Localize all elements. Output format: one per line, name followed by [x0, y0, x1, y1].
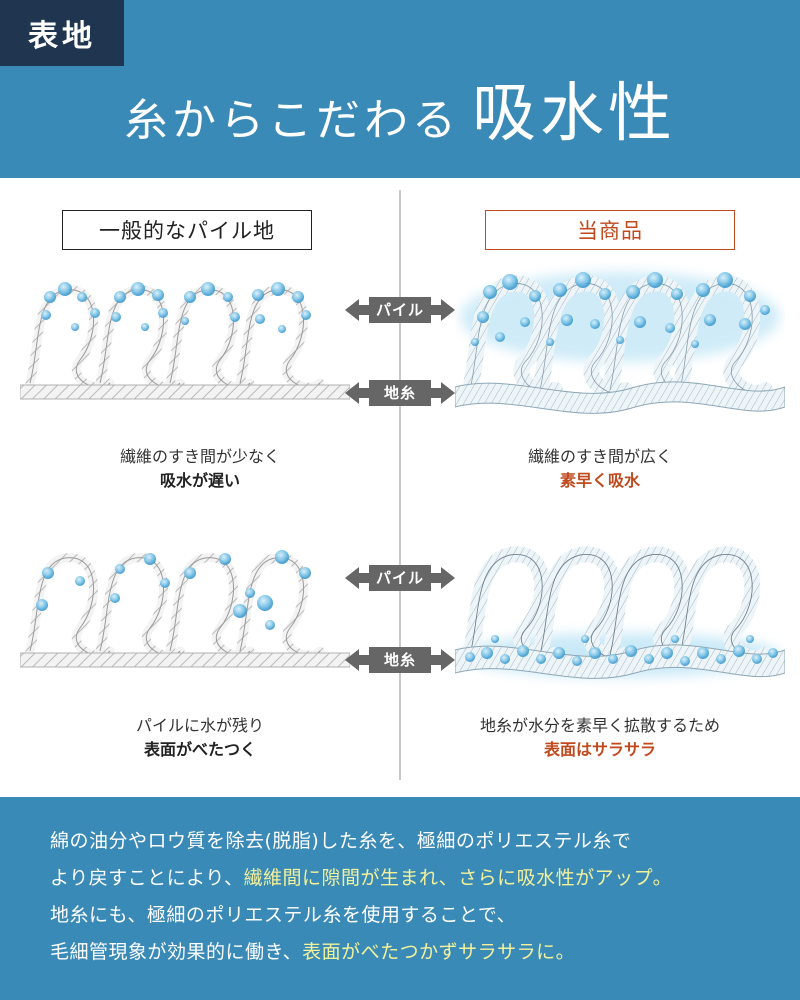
footer-line-2: より戻すことにより、繊維間に隙間が生まれ、さらに吸水性がアップ。: [50, 867, 673, 889]
section-tag: 表地: [0, 0, 124, 66]
title-big: 吸水性: [472, 77, 676, 151]
regular-pile-illustration-bottom: [20, 550, 350, 668]
footer-highlight-1: 繊維間に隙間が生まれ、さらに吸水性がアップ。: [243, 867, 673, 889]
ground-arrow-bottom: 地糸: [345, 643, 455, 677]
page-title: 糸からこだわる吸水性: [0, 62, 800, 154]
caption-left-top: 繊維のすき間が少なく 吸水が遅い: [119, 447, 280, 490]
header-banner: 表地 糸からこだわる吸水性: [0, 0, 800, 178]
title-small: 糸からこだわる: [124, 95, 460, 146]
ground-arrow-top: 地糸: [345, 376, 455, 410]
product-pile-illustration-top: [455, 272, 785, 414]
product-pile-illustration-bottom: [455, 546, 785, 679]
footer-line-1: 綿の油分やロウ質を除去(脱脂)した糸を、極細のポリエステル糸で: [50, 830, 632, 852]
pile-arrow-label: パイル: [375, 301, 424, 319]
center-divider: [399, 190, 401, 780]
ground-arrow-label: 地糸: [383, 651, 416, 669]
footer-line-4: 毛細管現象が効果的に働き、表面がべたつかずサラサラに。: [50, 941, 576, 963]
footer-line-3: 地糸にも、極細のポリエステル糸を使用することで、: [50, 904, 517, 926]
caption-left-bottom: パイルに水が残り 表面がべたつく: [135, 716, 264, 759]
pile-arrow-bottom: パイル: [345, 561, 455, 595]
label-regular-pile: 一般的なパイル地: [62, 210, 312, 250]
regular-pile-illustration-top: [20, 282, 350, 400]
pile-arrow-label: パイル: [375, 569, 424, 587]
description-footer: 綿の油分やロウ質を除去(脱脂)した糸を、極細のポリエステル糸で より戻すことによ…: [0, 797, 800, 1000]
caption-right-top: 繊維のすき間が広く 素早く吸水: [527, 447, 672, 490]
ground-arrow-label: 地糸: [383, 384, 416, 402]
caption-right-bottom: 地糸が水分を素早く拡散するため 表面はサラサラ: [479, 716, 720, 759]
footer-highlight-2: 表面がべたつかずサラサラに。: [302, 941, 576, 963]
pile-arrow-top: パイル: [345, 293, 455, 327]
label-this-product: 当商品: [485, 210, 735, 250]
